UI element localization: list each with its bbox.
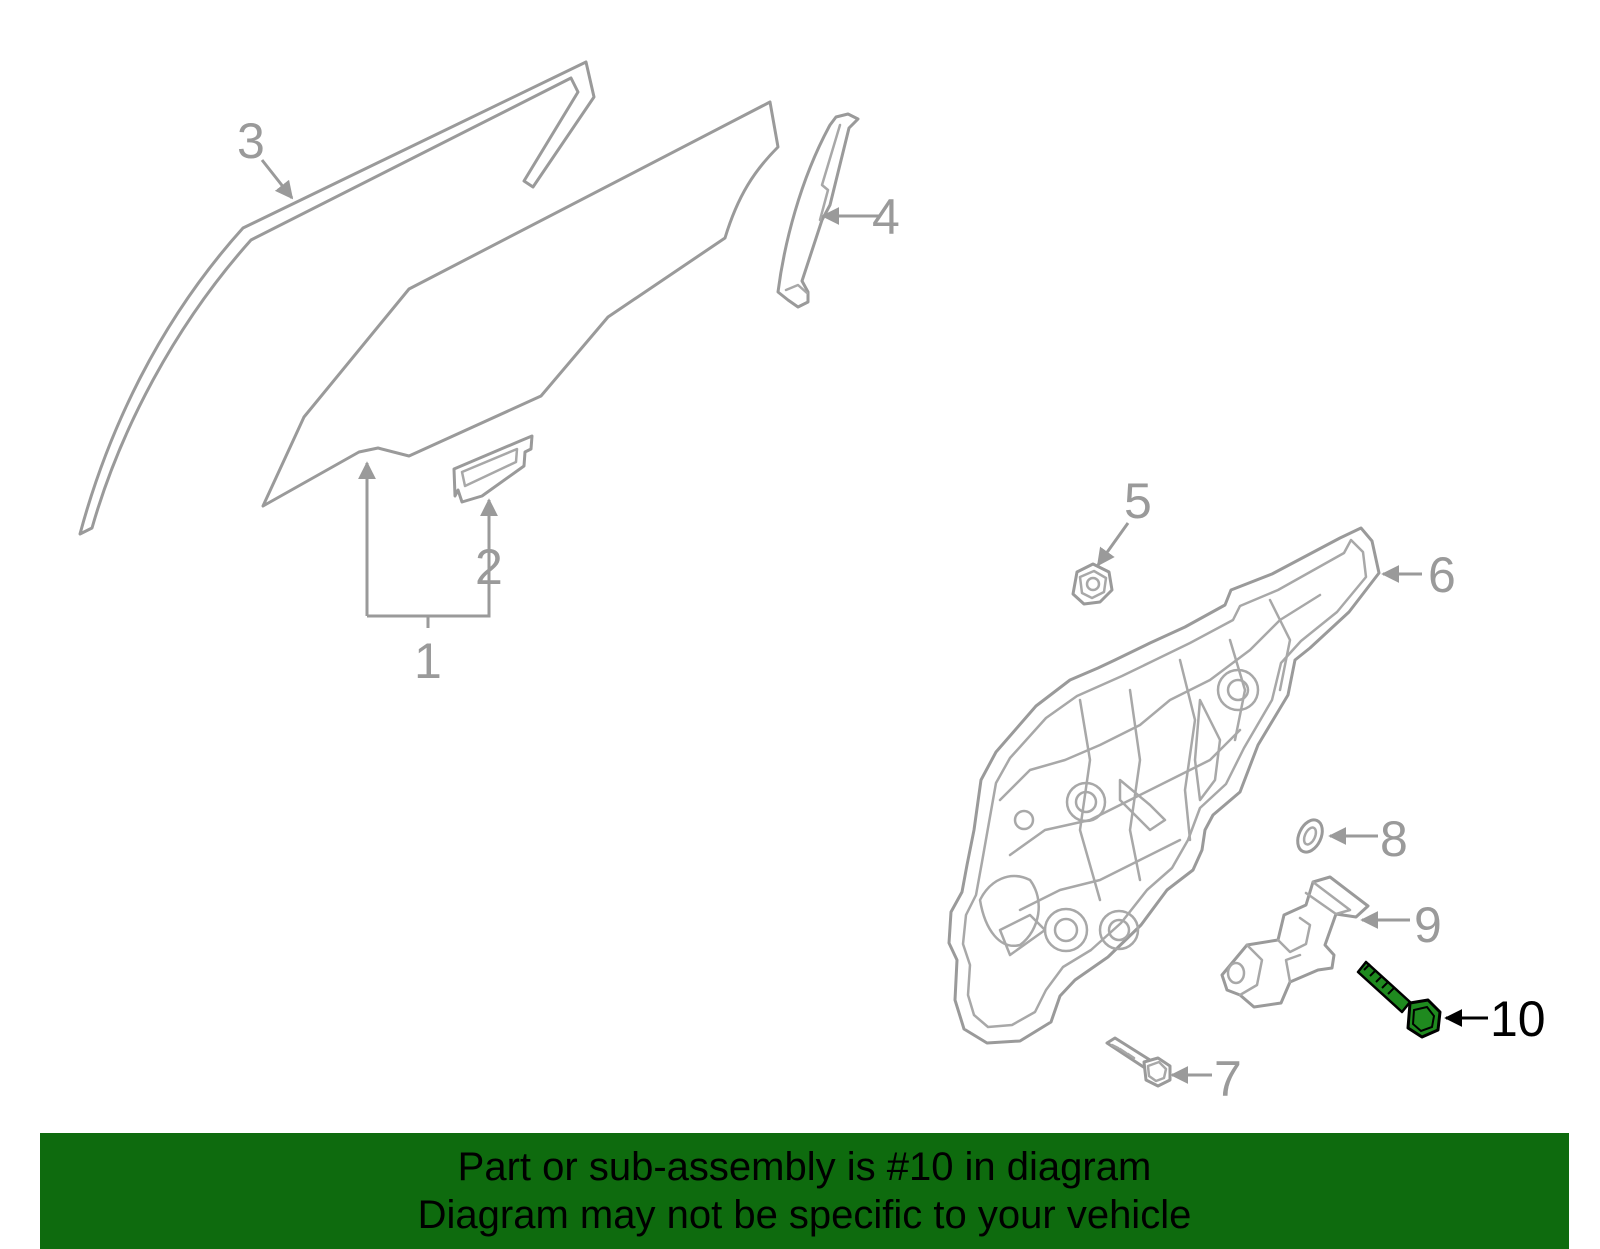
part-9-motor-bracket[interactable] bbox=[1220, 875, 1370, 1009]
info-banner: Part or sub-assembly is #10 in diagram D… bbox=[40, 1133, 1569, 1249]
callout-8: 8 bbox=[1380, 811, 1408, 867]
callout-6: 6 bbox=[1428, 547, 1456, 603]
part-5-nut[interactable] bbox=[1071, 562, 1114, 606]
banner-line-2: Diagram may not be specific to your vehi… bbox=[417, 1193, 1192, 1237]
part-4-rear-channel[interactable] bbox=[776, 112, 860, 309]
leader-lines bbox=[260, 159, 1488, 1084]
part-8-washer[interactable] bbox=[1293, 816, 1327, 856]
part-3-run-channel[interactable] bbox=[78, 60, 596, 536]
part-6-door-module-panel[interactable] bbox=[947, 526, 1381, 1045]
part-7-bolt[interactable] bbox=[1105, 1036, 1172, 1088]
callout-7: 7 bbox=[1214, 1051, 1242, 1107]
part-10-bolt-highlighted[interactable] bbox=[1356, 960, 1442, 1039]
callout-3: 3 bbox=[237, 113, 265, 169]
banner-line-1: Part or sub-assembly is #10 in diagram bbox=[457, 1145, 1152, 1189]
callout-4: 4 bbox=[872, 189, 900, 245]
callout-9: 9 bbox=[1414, 897, 1442, 953]
parts-diagram: 3 4 2 1 5 6 8 9 7 10 bbox=[78, 60, 1546, 1107]
callout-1: 1 bbox=[414, 633, 442, 689]
callout-2: 2 bbox=[475, 539, 503, 595]
callout-10: 10 bbox=[1490, 991, 1546, 1047]
part-2-glass-bracket[interactable] bbox=[452, 434, 534, 504]
part-1-door-glass[interactable] bbox=[261, 100, 780, 508]
callout-5: 5 bbox=[1124, 473, 1152, 529]
callout-labels: 3 4 2 1 5 6 8 9 7 10 bbox=[237, 113, 1546, 1107]
